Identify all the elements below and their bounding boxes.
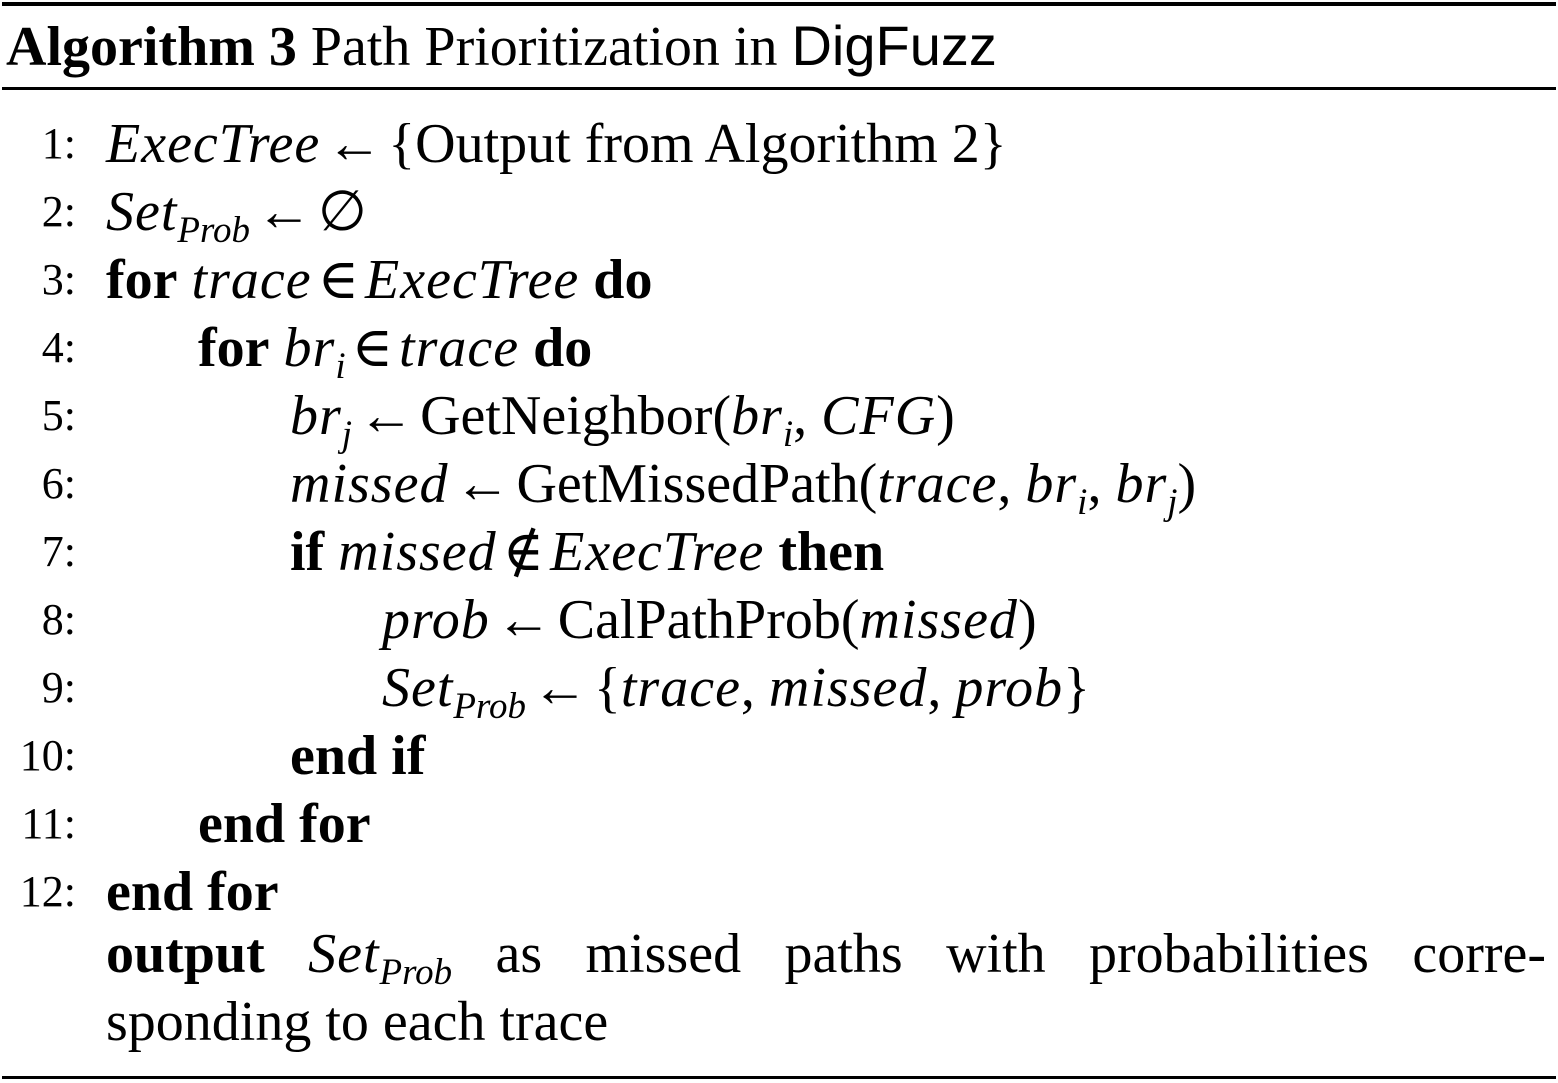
line-number: 4: bbox=[41, 323, 76, 372]
output-description: as missed paths with probabilities corre… bbox=[106, 923, 1547, 1053]
line-code: end for bbox=[198, 793, 371, 855]
line-number: 1: bbox=[41, 119, 76, 168]
line-number: 3: bbox=[41, 255, 76, 304]
output-keyword: output bbox=[106, 923, 265, 985]
output-variable-subscript: Prob bbox=[379, 950, 453, 992]
line-number: 7: bbox=[41, 527, 76, 576]
algorithm-title: Path Prioritization in bbox=[310, 16, 778, 78]
line-number: 11: bbox=[21, 799, 76, 848]
line-code: end for bbox=[106, 861, 279, 923]
line-code: SetProb←∅ bbox=[106, 181, 367, 250]
line-code: for bri∈trace do bbox=[198, 317, 593, 386]
algorithm-output: output SetProb as missed paths with prob… bbox=[106, 920, 1546, 1056]
line-number: 10: bbox=[19, 731, 76, 780]
line-number: 9: bbox=[41, 663, 76, 712]
algorithm-label: Algorithm 3 bbox=[6, 16, 297, 78]
line-code: brj←GetNeighbor(bri, CFG) bbox=[290, 385, 955, 454]
line-code: SetProb←{trace, missed, prob} bbox=[382, 657, 1090, 726]
line-code: missed←GetMissedPath(trace, bri, brj) bbox=[290, 453, 1197, 522]
system-name: DigFuzz bbox=[791, 14, 997, 77]
line-number: 6: bbox=[41, 459, 76, 508]
line-code: for trace∈ExecTree do bbox=[106, 249, 653, 311]
line-code: end if bbox=[290, 725, 426, 787]
line-code: if missed∉ExecTree then bbox=[290, 521, 885, 583]
line-number: 5: bbox=[41, 391, 76, 440]
algorithm-caption: Algorithm 3 Path Prioritization in DigFu… bbox=[6, 8, 997, 84]
line-number: 8: bbox=[41, 595, 76, 644]
line-number: 2: bbox=[41, 187, 76, 236]
line-code: ExecTree←{Output from Algorithm 2} bbox=[106, 113, 1007, 175]
bottom-rule bbox=[2, 1076, 1556, 1079]
top-rule bbox=[2, 2, 1556, 6]
line-number: 12: bbox=[19, 867, 76, 916]
output-variable: Set bbox=[308, 923, 380, 985]
caption-rule bbox=[2, 87, 1556, 90]
line-code: prob←CalPathProb(missed) bbox=[382, 589, 1037, 651]
